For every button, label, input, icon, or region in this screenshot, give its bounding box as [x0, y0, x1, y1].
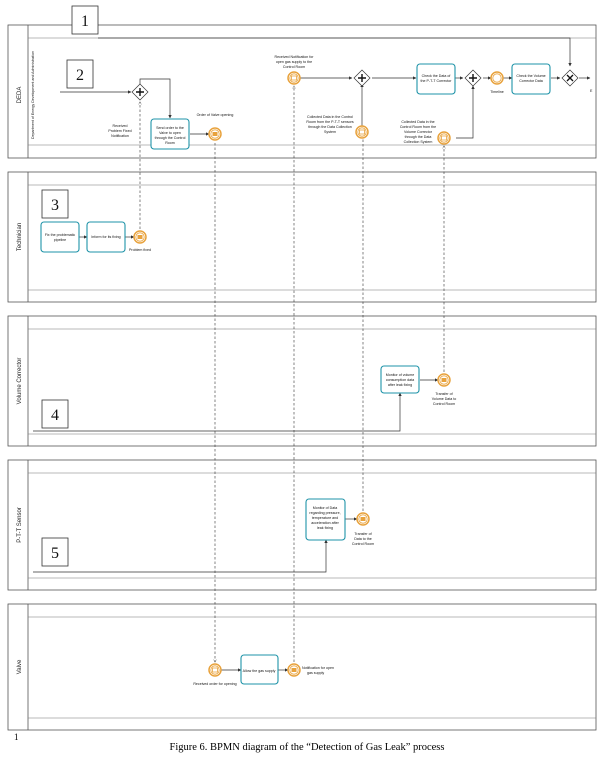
page-number: 1 [14, 732, 19, 742]
flow-lane5-to-monitor-ptt [33, 539, 328, 573]
events [133, 71, 504, 677]
svg-text:5: 5 [51, 545, 59, 562]
event-received-order-opening [208, 663, 222, 677]
marker-5: 5 [41, 537, 69, 567]
lane-deda: DEDA Department of Energy Development an… [7, 24, 597, 159]
lane-valve: Valve [7, 603, 597, 731]
marker-2: 2 [66, 59, 94, 89]
message-flows [140, 86, 444, 662]
lane-sublabel-deda: Department of Energy Development and Adm… [31, 51, 35, 139]
event-transfer-ptt [356, 512, 370, 526]
label-timer: Timeline [490, 90, 503, 94]
flow-collected-vol-in [456, 85, 475, 139]
gateways [131, 69, 579, 101]
lane-label-volume-corrector: Volume Corrector [17, 358, 23, 405]
marker-4: 4 [41, 399, 69, 429]
task-inform-fixing: Inform for its fixing [86, 221, 126, 253]
event-timer [490, 71, 504, 85]
figure-caption: Figure 6. BPMN diagram of the “Detection… [169, 742, 445, 753]
svg-text:2: 2 [76, 67, 84, 84]
event-notification-open-supply [287, 663, 301, 677]
lane-label-deda: DEDA [17, 87, 23, 104]
sequence-flows [33, 37, 591, 672]
label-order-valve-opening: Order of Valve opening [197, 113, 234, 117]
svg-text:4: 4 [51, 407, 59, 424]
event-problem-fixed [133, 230, 147, 244]
svg-text:3: 3 [51, 197, 59, 214]
lane-volume-corrector: Volume Corrector [7, 315, 597, 447]
svg-text:Inform for its fixing: Inform for its fixing [91, 235, 120, 239]
flow-lane4-to-monitor-vol [33, 392, 402, 432]
label-end: E [590, 89, 593, 93]
flow-gw1-to-send [139, 78, 172, 119]
event-collected-ptt [355, 125, 369, 139]
label-received-order-opening: Received order for opening [193, 682, 236, 686]
lane-label-technician: Technician [17, 223, 23, 251]
lane-label-valve: Valve [17, 659, 23, 674]
event-order-valve-opening [208, 127, 222, 141]
parallel-gateway-2 [353, 69, 371, 87]
svg-text:1: 1 [81, 13, 89, 30]
event-collected-volume [437, 131, 451, 145]
lane-label-ptt-sensor: P-T-T Sensor [17, 507, 23, 543]
exclusive-gateway-end [561, 69, 579, 87]
label-problem-fixed: Problem fixed [129, 248, 151, 252]
parallel-gateway-1 [131, 83, 149, 101]
marker-3: 3 [41, 189, 69, 219]
event-transfer-volume [437, 373, 451, 387]
lane-technician: Technician [7, 171, 597, 303]
lane-ptt-sensor: P-T-T Sensor [7, 459, 597, 591]
marker-1: 1 [71, 5, 99, 35]
event-received-notification-supply [287, 71, 301, 85]
flow-top-to-end [98, 37, 572, 67]
parallel-gateway-3 [464, 69, 482, 87]
svg-text:Allow the gas supply: Allow the gas supply [243, 669, 276, 673]
task-allow-gas: Allow the gas supply [240, 654, 279, 685]
